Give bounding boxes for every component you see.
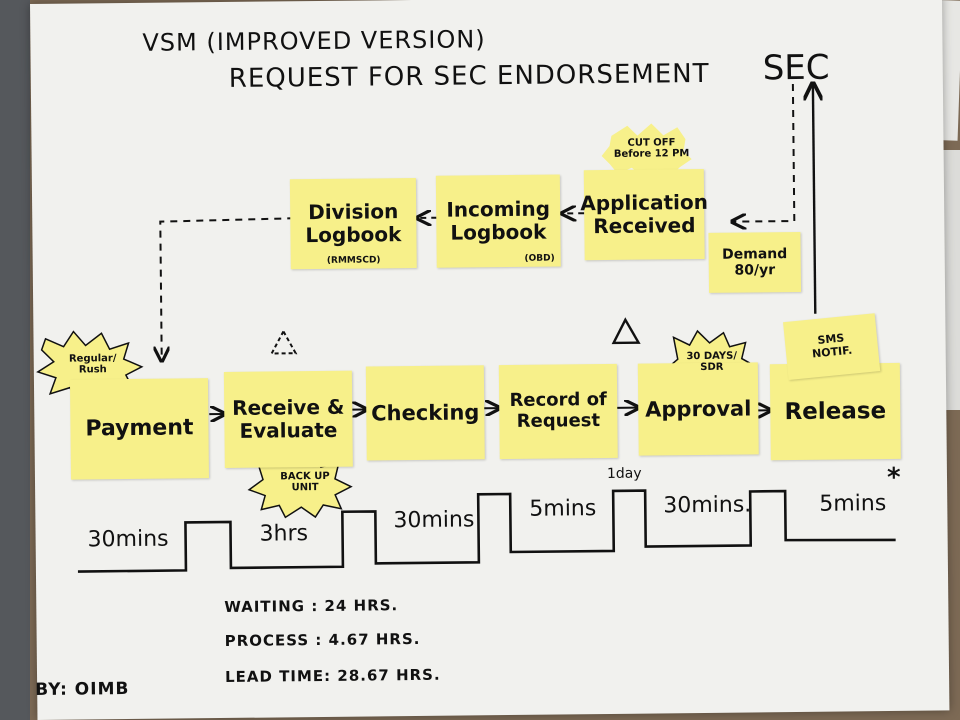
process-receive-evaluate: Receive & Evaluate	[223, 370, 353, 468]
sms-notif-label: SMS NOTIF.	[811, 331, 853, 361]
backup-unit-label: BACK UP UNIT	[280, 470, 330, 494]
time-one-day: 1day	[606, 465, 642, 482]
inventory-triangle	[611, 317, 641, 345]
regular-rush-label: Regular/ Rush	[68, 353, 117, 376]
time-checking: 30mins	[393, 507, 475, 534]
application-received-label: Application Received	[580, 189, 709, 239]
incoming-logbook-sub: (OBD)	[524, 253, 555, 264]
summary-waiting: WAITING : 24 HRS.	[224, 596, 399, 616]
note-incoming-logbook: Incoming Logbook (OBD)	[435, 174, 561, 268]
inventory-triangle-dashed	[269, 329, 298, 355]
time-approval: 30mins.	[663, 492, 752, 519]
author-label: BY: OIMB	[35, 678, 130, 700]
summary-process: PROCESS : 4.67 HRS.	[224, 629, 421, 650]
solid-flow-release-sec	[813, 84, 815, 314]
process-record-of-request-label: Record of Request	[509, 389, 607, 432]
title-line-2: REQUEST FOR SEC ENDORSEMENT	[228, 58, 710, 94]
process-checking-label: Checking	[371, 400, 480, 426]
process-payment: Payment	[69, 378, 209, 480]
note-demand: Demand 80/yr	[708, 231, 802, 293]
dashed-flow-division-payment	[160, 217, 295, 360]
sdr-label: 30 DAYS/ SDR	[686, 350, 738, 374]
note-application-received: Application Received	[580, 168, 708, 261]
process-approval: Approval	[637, 362, 759, 456]
process-checking: Checking	[365, 365, 485, 461]
burst-cutoff	[601, 123, 692, 178]
dashed-flow-sec-down	[731, 84, 796, 222]
cutoff-label: CUT OFF Before 12 PM	[613, 137, 690, 160]
process-payment-label: Payment	[85, 415, 194, 442]
summary-lead-time: LEAD TIME: 28.67 HRS.	[224, 665, 441, 686]
division-logbook-label: Division Logbook	[305, 199, 402, 248]
time-payment: 30mins	[87, 526, 169, 553]
asterisk-mark: *	[886, 462, 901, 494]
incoming-logbook-label: Incoming Logbook	[446, 196, 551, 245]
process-record-of-request: Record of Request	[498, 363, 618, 460]
title-line-1: VSM (IMPROVED VERSION)	[142, 25, 486, 57]
process-receive-evaluate-label: Receive & Evaluate	[231, 394, 345, 443]
time-record-of-request: 5mins	[529, 496, 597, 522]
process-release-label: Release	[784, 397, 887, 425]
time-release: 5mins	[819, 491, 887, 517]
division-logbook-sub: (RMMSCD)	[326, 255, 381, 266]
note-division-logbook: Division Logbook (RMMSCD)	[289, 177, 417, 270]
note-sms-notif: SMS NOTIF.	[783, 313, 881, 380]
process-approval-label: Approval	[645, 396, 752, 422]
timeline-line	[77, 489, 896, 573]
vsm-poster: VSM (IMPROVED VERSION) REQUEST FOR SEC E…	[30, 0, 950, 720]
time-receive-evaluate: 3hrs	[259, 521, 309, 547]
flow-lines	[36, 0, 896, 573]
background-edge	[0, 0, 30, 720]
demand-label: Demand 80/yr	[722, 245, 788, 279]
sec-label: SEC	[762, 47, 830, 89]
